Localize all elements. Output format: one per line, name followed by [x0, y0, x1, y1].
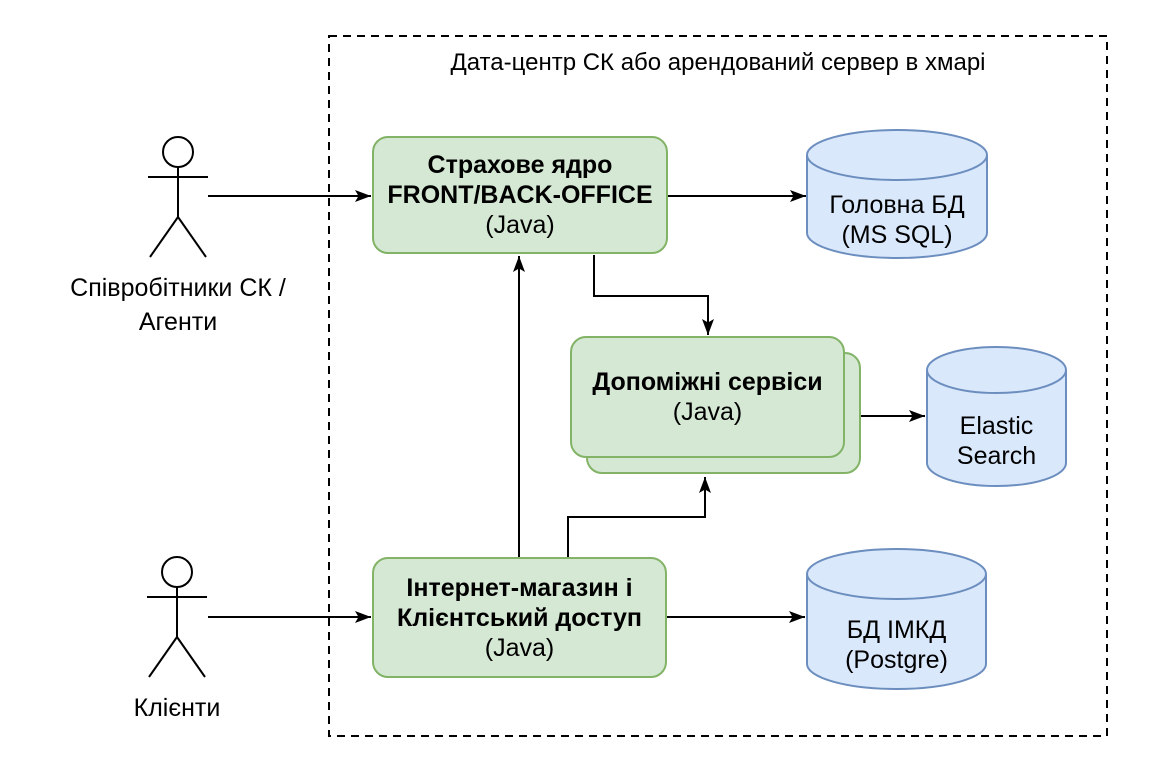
node-title: Клієнтський доступ — [397, 603, 642, 632]
node-title: FRONT/BACK-OFFICE — [387, 181, 653, 209]
db-imkd-label: БД ІМКД (Postgre) — [845, 616, 948, 674]
node-aux-services: Допоміжні сервіси (Java) — [570, 336, 845, 458]
node-title: Інтернет-магазин і — [406, 573, 633, 602]
actor-staff-figure — [148, 136, 208, 258]
db-elastic: Elastic Search — [926, 346, 1067, 487]
node-title: Допоміжні сервіси — [592, 368, 823, 396]
actor-clients-label: Клієнти — [133, 694, 221, 722]
db-main-label: Головна БД (MS SQL) — [829, 191, 965, 249]
database-cylinder-icon — [806, 129, 988, 259]
actor-head — [162, 136, 194, 168]
edge-shop-to-aux — [567, 477, 711, 557]
node-title: Страхове ядро — [427, 151, 613, 179]
node-subtitle: (Java) — [672, 398, 743, 426]
database-cylinder-icon — [926, 346, 1067, 487]
edge-core-to-aux — [593, 255, 714, 335]
actor-staff-label: Співробітники СК / Агенти — [70, 274, 286, 336]
node-subtitle: (Java) — [485, 211, 555, 239]
node-internet-shop: Інтернет-магазин і Клієнтський доступ (J… — [372, 557, 667, 678]
db-imkd: БД ІМКД (Postgre) — [806, 548, 987, 690]
node-insurance-core: Страхове ядро FRONT/BACK-OFFICE (Java) — [372, 136, 668, 254]
actor-head — [161, 556, 193, 588]
node-subtitle: (Java) — [484, 633, 555, 662]
db-elastic-label: Elastic Search — [956, 411, 1037, 470]
db-main: Головна БД (MS SQL) — [806, 129, 988, 259]
database-cylinder-icon — [806, 548, 987, 690]
actor-clients-figure — [147, 556, 207, 678]
boundary-title: Дата-центр СК або арендований сервер в х… — [450, 49, 986, 76]
